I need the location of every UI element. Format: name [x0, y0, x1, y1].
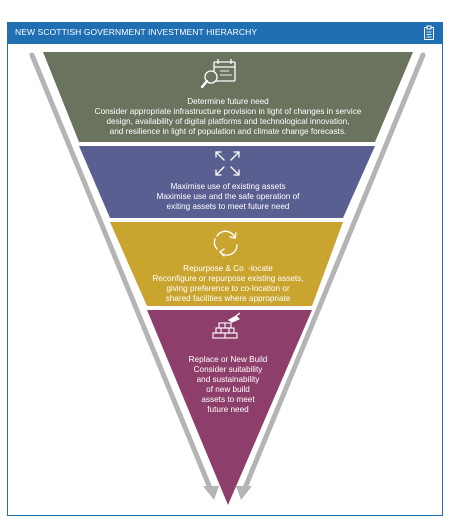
tier-1-text: Determine future need Consider appropria… [50, 97, 406, 137]
tier-4-line-3: of new build [206, 385, 250, 394]
tier-1-band [43, 52, 413, 142]
tier-3-line-2: giving preference to co-location or [166, 284, 290, 293]
tier-2-line-1: Maximise use and the safe operation of [156, 192, 300, 201]
tier-4-line-1: Consider suitability [193, 365, 263, 374]
tier-4-text: Replace or New Build Consider suitabilit… [168, 355, 288, 415]
tier-2-title: Maximise use of existing assets [170, 182, 286, 191]
document-icon [424, 25, 434, 40]
tier-3-line-3: shared facilities where appropriate [165, 294, 291, 303]
tier-3-title: Repurpose & Co -locate [183, 264, 273, 273]
tier-4-title: Replace or New Build [188, 355, 268, 364]
tier-4-line-2: and sustainability [196, 375, 260, 384]
tier-2-text: Maximise use of existing assets Maximise… [100, 182, 356, 212]
tier-2-band [79, 146, 375, 218]
circular-arrows-icon [213, 230, 238, 257]
bricks-trowel-icon [212, 312, 241, 339]
tier-1-line-1: Consider appropriate infrastructure prov… [94, 107, 362, 116]
tier-4-line-5: future need [207, 405, 249, 414]
tier-2-line-2: exiting assets to meet future need [166, 202, 290, 211]
tier-4-line-4: assets to meet [201, 395, 255, 404]
tier-3-line-1: Reconfigure or repurpose existing assets… [152, 274, 304, 283]
left-arrow [29, 52, 219, 500]
tier-1-title: Determine future need [187, 97, 269, 106]
tier-4-band [147, 310, 312, 505]
figure-title: NEW SCOTTISH GOVERNMENT INVESTMENT HIERA… [15, 27, 258, 37]
tier-3-text: Repurpose & Co -locate Reconfigure or re… [128, 264, 328, 304]
tier-1-line-3: and resilience in light of population an… [109, 127, 347, 136]
tier-1-line-2: design, availability of digital platform… [106, 117, 350, 126]
planning-magnifier-calendar-icon [200, 59, 236, 89]
figure-header: NEW SCOTTISH GOVERNMENT INVESTMENT HIERA… [7, 22, 443, 44]
tier-3-band [110, 222, 343, 306]
right-arrow [236, 52, 426, 500]
expand-arrows-icon [215, 151, 240, 176]
